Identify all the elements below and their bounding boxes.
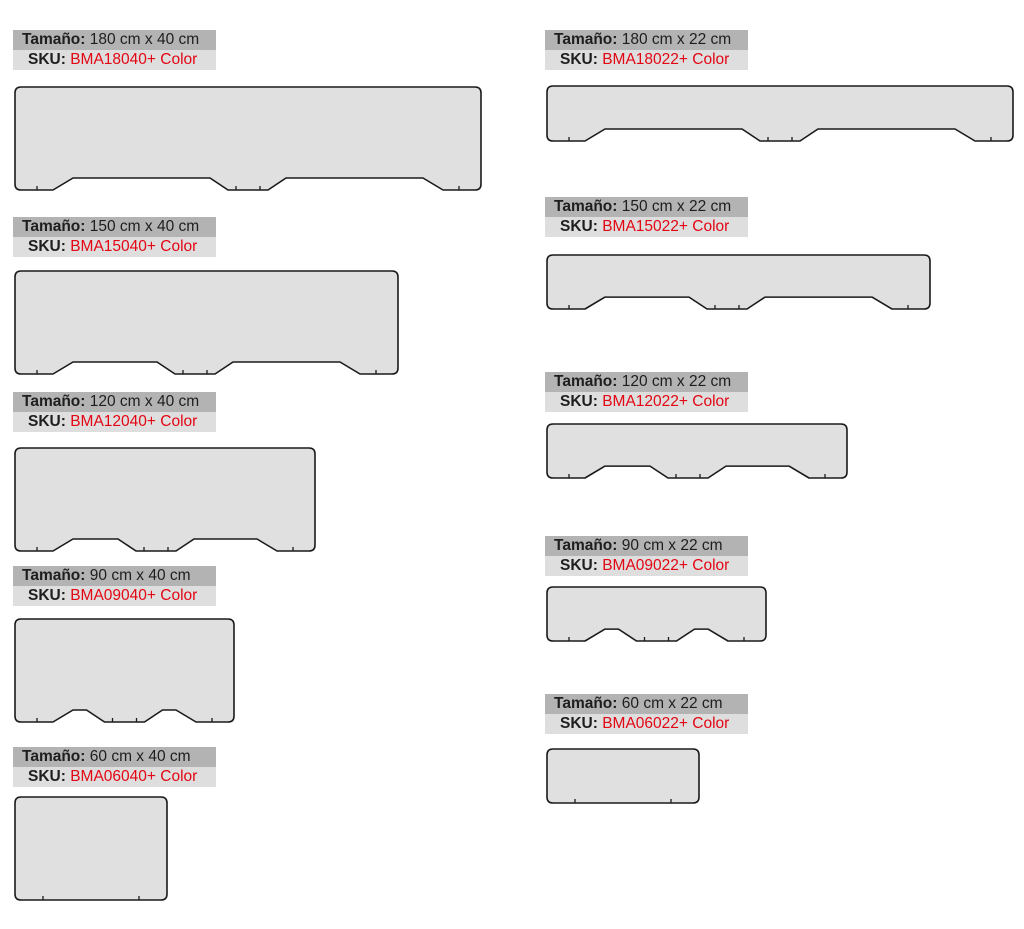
panel-shape [14, 618, 235, 723]
panel-shape [546, 748, 700, 804]
size-row: Tamaño: 150 cm x 22 cm [545, 197, 748, 217]
panel-shape [14, 447, 316, 552]
size-value: 60 cm x 40 cm [89, 748, 191, 765]
sku-value: BMA15040+ Color [70, 238, 198, 255]
panel-outline [546, 85, 1014, 142]
product-label: Tamaño: 180 cm x 40 cm SKU: BMA18040+ Co… [13, 30, 216, 70]
sku-value: BMA12022+ Color [602, 393, 730, 410]
size-value: 150 cm x 40 cm [89, 218, 200, 235]
sku-row: SKU: BMA09040+ Color [13, 586, 216, 606]
product-label: Tamaño: 60 cm x 22 cm SKU: BMA06022+ Col… [545, 694, 748, 734]
panel-shape [14, 796, 168, 901]
size-row: Tamaño: 60 cm x 22 cm [545, 694, 748, 714]
panel-shape [546, 254, 931, 310]
size-value: 150 cm x 22 cm [621, 198, 732, 215]
size-row: Tamaño: 90 cm x 22 cm [545, 536, 748, 556]
size-row: Tamaño: 90 cm x 40 cm [13, 566, 216, 586]
sku-row: SKU: BMA18040+ Color [13, 50, 216, 70]
size-row: Tamaño: 150 cm x 40 cm [13, 217, 216, 237]
sku-value: BMA18022+ Color [602, 51, 730, 68]
panel-150x22: Tamaño: 150 cm x 22 cm SKU: BMA15022+ Co… [545, 197, 931, 310]
size-value: 180 cm x 22 cm [621, 31, 732, 48]
sku-value: BMA09022+ Color [602, 557, 730, 574]
panel-outline [546, 586, 767, 642]
size-value: 180 cm x 40 cm [89, 31, 200, 48]
product-label: Tamaño: 120 cm x 22 cm SKU: BMA12022+ Co… [545, 372, 748, 412]
size-value: 60 cm x 22 cm [621, 695, 723, 712]
size-row: Tamaño: 180 cm x 22 cm [545, 30, 748, 50]
product-label: Tamaño: 180 cm x 22 cm SKU: BMA18022+ Co… [545, 30, 748, 70]
panel-120x22: Tamaño: 120 cm x 22 cm SKU: BMA12022+ Co… [545, 372, 848, 479]
sku-row: SKU: BMA09022+ Color [545, 556, 748, 576]
panel-60x22: Tamaño: 60 cm x 22 cm SKU: BMA06022+ Col… [545, 694, 748, 804]
panel-shape [14, 270, 399, 375]
panel-90x40: Tamaño: 90 cm x 40 cm SKU: BMA09040+ Col… [13, 566, 235, 723]
size-value: 90 cm x 22 cm [621, 537, 723, 554]
panel-90x22: Tamaño: 90 cm x 22 cm SKU: BMA09022+ Col… [545, 536, 767, 642]
panel-outline [14, 796, 168, 901]
sku-row: SKU: BMA06022+ Color [545, 714, 748, 734]
sku-row: SKU: BMA18022+ Color [545, 50, 748, 70]
sku-row: SKU: BMA15022+ Color [545, 217, 748, 237]
sku-row: SKU: BMA12022+ Color [545, 392, 748, 412]
panel-180x40: Tamaño: 180 cm x 40 cm SKU: BMA18040+ Co… [13, 30, 482, 191]
panel-outline [14, 618, 235, 723]
sku-row: SKU: BMA06040+ Color [13, 767, 216, 787]
size-row: Tamaño: 60 cm x 40 cm [13, 747, 216, 767]
sku-value: BMA12040+ Color [70, 413, 198, 430]
product-label: Tamaño: 150 cm x 22 cm SKU: BMA15022+ Co… [545, 197, 748, 237]
panel-outline [546, 748, 700, 804]
size-value: 90 cm x 40 cm [89, 567, 191, 584]
panel-shape [546, 423, 848, 479]
panel-60x40: Tamaño: 60 cm x 40 cm SKU: BMA06040+ Col… [13, 747, 216, 901]
panel-outline [546, 254, 931, 310]
product-label: Tamaño: 120 cm x 40 cm SKU: BMA12040+ Co… [13, 392, 216, 432]
sku-value: BMA06040+ Color [70, 768, 198, 785]
size-row: Tamaño: 120 cm x 40 cm [13, 392, 216, 412]
sku-value: BMA18040+ Color [70, 51, 198, 68]
panel-150x40: Tamaño: 150 cm x 40 cm SKU: BMA15040+ Co… [13, 217, 399, 375]
panel-outline [14, 270, 399, 375]
product-label: Tamaño: 90 cm x 40 cm SKU: BMA09040+ Col… [13, 566, 216, 606]
panel-shape [546, 586, 767, 642]
panel-shape [546, 85, 1014, 142]
panel-120x40: Tamaño: 120 cm x 40 cm SKU: BMA12040+ Co… [13, 392, 316, 552]
panel-shape [14, 86, 482, 191]
product-label: Tamaño: 90 cm x 22 cm SKU: BMA09022+ Col… [545, 536, 748, 576]
product-label: Tamaño: 60 cm x 40 cm SKU: BMA06040+ Col… [13, 747, 216, 787]
sku-value: BMA06022+ Color [602, 715, 730, 732]
size-row: Tamaño: 120 cm x 22 cm [545, 372, 748, 392]
product-label: Tamaño: 150 cm x 40 cm SKU: BMA15040+ Co… [13, 217, 216, 257]
sku-value: BMA15022+ Color [602, 218, 730, 235]
size-row: Tamaño: 180 cm x 40 cm [13, 30, 216, 50]
panel-outline [546, 423, 848, 479]
sku-row: SKU: BMA12040+ Color [13, 412, 216, 432]
panel-180x22: Tamaño: 180 cm x 22 cm SKU: BMA18022+ Co… [545, 30, 1014, 142]
panel-outline [14, 447, 316, 552]
sku-row: SKU: BMA15040+ Color [13, 237, 216, 257]
sku-value: BMA09040+ Color [70, 587, 198, 604]
panel-outline [14, 86, 482, 191]
size-value: 120 cm x 22 cm [621, 373, 732, 390]
size-value: 120 cm x 40 cm [89, 393, 200, 410]
